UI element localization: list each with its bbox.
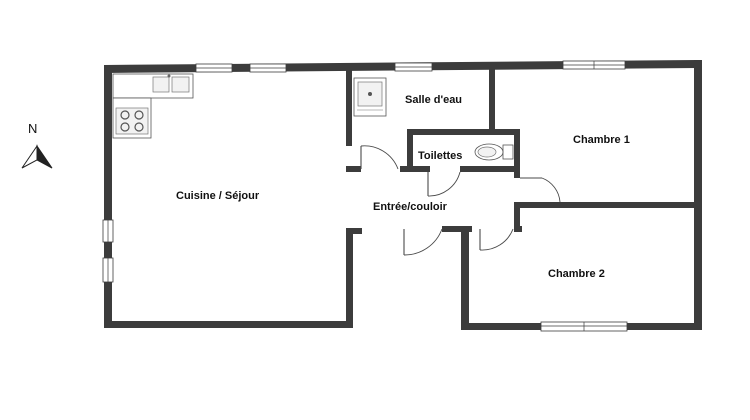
wall-toilets-left	[407, 129, 413, 172]
label-toilets: Toilettes	[418, 150, 462, 162]
window-top-bedroom1	[562, 60, 626, 70]
door-bedroom1	[520, 177, 561, 203]
label-hall: Entrée/couloir	[373, 201, 448, 213]
door-bedroom2	[479, 228, 514, 251]
wall-living-hall-lower	[346, 228, 353, 328]
toilet-icon	[474, 143, 514, 161]
wall-hall-stub-left	[346, 228, 362, 234]
wall-right	[694, 60, 702, 330]
wall-bedroom2-door-edge	[514, 226, 522, 232]
wall-bathroom-bottom-right	[400, 166, 430, 172]
wall-living-bathroom	[346, 70, 352, 146]
window-bottom-bedroom2	[540, 321, 628, 332]
north-arrow: N	[21, 121, 53, 169]
label-bathroom: Salle d'eau	[405, 94, 462, 106]
door-bathroom	[360, 145, 399, 170]
wall-bedroom1-door-top	[514, 166, 520, 178]
wall-left	[104, 65, 112, 328]
wall-bottom-living	[104, 321, 353, 328]
doors	[360, 145, 561, 256]
room-labels: Cuisine / Séjour Salle d'eau Chambre 1 T…	[176, 94, 630, 280]
wall-bedroom1-bedroom2	[514, 202, 702, 208]
label-kitchen-living: Cuisine / Séjour	[176, 190, 260, 202]
north-arrow-left-half	[21, 144, 38, 169]
window-left-1	[102, 219, 114, 243]
door-entrance	[403, 228, 443, 256]
cooktop-icon	[115, 107, 149, 135]
wall-toilets-right	[514, 129, 520, 172]
window-top-bathroom	[394, 62, 433, 72]
wall-toilets-top	[407, 129, 519, 135]
wall-hall-stub-right	[442, 226, 472, 232]
windows	[102, 60, 628, 332]
window-top-2	[249, 63, 287, 73]
window-top-1	[195, 63, 233, 73]
label-bedroom1: Chambre 1	[573, 134, 630, 146]
kitchen-fixtures	[112, 73, 194, 139]
north-arrow-right-half	[36, 144, 53, 169]
wall-toilets-bottom	[460, 166, 520, 172]
wall-hall-right	[514, 202, 520, 232]
sink-icon	[152, 74, 190, 93]
wall-bedroom2-left	[461, 226, 469, 330]
window-left-2	[102, 257, 114, 283]
shower-icon	[353, 77, 387, 117]
door-toilets	[427, 171, 461, 197]
wall-bathroom-bottom-left	[346, 166, 361, 172]
north-label: N	[28, 121, 37, 136]
wall-bathroom-bedroom1	[489, 68, 495, 130]
label-bedroom2: Chambre 2	[548, 268, 605, 280]
